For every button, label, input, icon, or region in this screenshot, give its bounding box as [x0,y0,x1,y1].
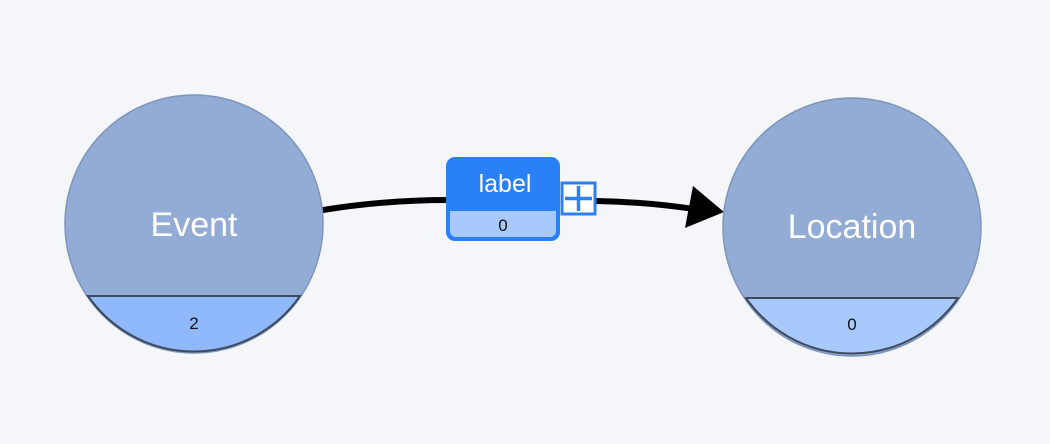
node-event-circle[interactable] [64,94,324,354]
node-location-count: 0 [847,315,856,334]
relationship-edge-tail[interactable] [593,198,703,213]
edge-label-box[interactable]: label 0 [446,157,560,241]
node-event-count-badge [86,295,302,353]
node-location-label: Location [788,208,917,246]
edge-count-band-top [450,211,556,219]
node-location[interactable]: Location 0 [722,97,982,357]
node-event-count: 2 [189,314,198,333]
edge-count-text: 0 [498,216,507,235]
add-property-button[interactable] [560,181,597,216]
node-location-circle[interactable] [722,97,982,357]
node-event-label: Event [151,206,238,244]
edge-label-text: label [479,170,532,198]
relationship-edge[interactable] [320,197,451,213]
node-event[interactable]: Event 2 [64,94,324,354]
arrowhead-icon [685,186,724,228]
plus-icon [565,186,592,211]
node-location-count-badge [744,297,960,355]
